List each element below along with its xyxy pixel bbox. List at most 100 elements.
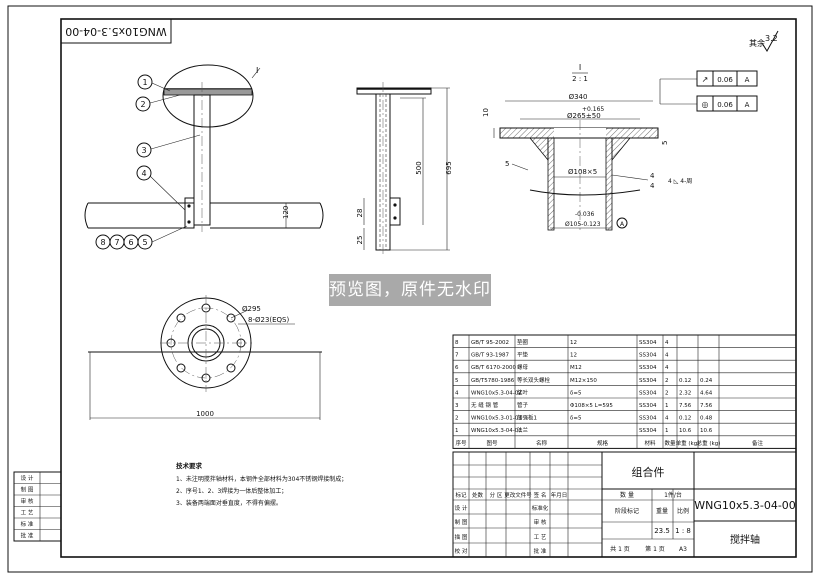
bom-cell-name: 垫圈: [517, 338, 529, 346]
bom-cell-code: GB/T 93-1987: [471, 353, 509, 359]
dim-695: 695: [445, 161, 453, 174]
bom-cell-qty_spec: δ=5: [570, 390, 582, 396]
balloon-3: [136, 142, 152, 158]
svg-text:5: 5: [142, 238, 147, 247]
bom-cell-material: SS304: [639, 353, 657, 359]
sign-role: 审 核: [534, 518, 547, 526]
dim-25: 25: [356, 236, 364, 245]
bom-cell-material: SS304: [639, 403, 657, 409]
dim-10: 10: [482, 108, 490, 117]
drawing-number-box: [60, 18, 172, 44]
bom-cell-code: WNG10x5.3-04-02: [471, 390, 522, 396]
bom-cell-qty_spec: M12×150: [570, 378, 597, 384]
bom-cell-total_w: 0.24: [700, 378, 713, 384]
bom-cell-name: 桨叶: [517, 388, 529, 396]
holes-spec: 8-Ø23(EQS): [248, 316, 290, 324]
bom-cell-qty_spec: 12: [570, 340, 577, 346]
svg-text:A3: A3: [679, 546, 687, 553]
bom-cell-no: 6: [455, 365, 459, 371]
title-block: 标记处数分 区更改文件号签 名年月日设 计标准化制 图审 核描 图工 艺校 对批…: [452, 451, 797, 558]
balloon-group-8765: 8 7 6 5: [95, 225, 188, 250]
datum-a-circle: [616, 217, 628, 229]
rev-header: 分 区: [490, 491, 503, 499]
dim-d265: Ø265±50: [567, 112, 601, 120]
bom-cell-no: 5: [455, 378, 459, 384]
svg-text:共 1 页: 共 1 页: [610, 545, 630, 553]
side-block-label: 工 艺: [21, 510, 34, 517]
weld-4b: 4: [650, 182, 655, 190]
bom-cell-unit_w: 10.6: [679, 428, 692, 434]
bom-cell-name: 等长双头螺栓: [517, 376, 551, 384]
drawing-no-cell: WNG10x5.3-04-00: [694, 499, 796, 512]
dim-1000: 1000: [196, 410, 214, 418]
bom-header: 名称: [536, 439, 548, 447]
drawing-number-rotated: WNG10x5.3-04-00: [65, 25, 167, 38]
bom-cell-qty_spec: Φ108×5 L=595: [570, 403, 613, 409]
detail-view-label: I: [579, 63, 581, 72]
bom-header: 单重 (kg): [676, 439, 700, 447]
bom-cell-count: 2: [665, 390, 669, 396]
front-view: I 120 1 2 3 4 8 7 6 5: [84, 64, 324, 250]
bom-cell-count: 1: [665, 428, 669, 434]
bom-cell-no: 8: [455, 340, 459, 346]
tech-req-line-3: 3、装备两端面对垂直度，不得有偏摆。: [176, 499, 282, 507]
technical-requirements: 技术要求 1、未注明搅拌轴材料，本钢件全部材料为304不锈钢焊接制成； 2、序号…: [176, 461, 347, 507]
tech-req-line-1: 1、未注明搅拌轴材料，本钢件全部材料为304不锈钢焊接制成；: [176, 475, 347, 483]
bom-cell-unit_w: 0.12: [679, 378, 691, 384]
bom-cell-count: 4: [665, 353, 669, 359]
svg-text:A: A: [745, 76, 750, 84]
roughness-symbol: [761, 30, 779, 52]
datum-a-label: A: [620, 221, 625, 228]
bom-cell-count: 4: [665, 340, 669, 346]
bom-cell-no: 4: [455, 390, 459, 396]
sign-role: 工 艺: [534, 534, 547, 541]
sign-role: 校 对: [455, 547, 468, 555]
bom-cell-material: SS304: [639, 416, 657, 422]
bom-cell-count: 1: [665, 403, 669, 409]
rev-header: 更改文件号: [504, 491, 532, 499]
dim-500: 500: [415, 161, 423, 174]
side-signature-block: 设 计制 图审 核工 艺标 准批 准: [13, 471, 62, 542]
bom-cell-qty_spec: 12: [570, 353, 577, 359]
bolt-clamp: [184, 197, 195, 229]
bom-cell-name: 平垫: [517, 351, 529, 359]
balloon-4: [136, 165, 152, 181]
svg-text:6: 6: [128, 238, 133, 247]
bom-cell-unit_w: 7.56: [679, 403, 692, 409]
bom-cell-count: 2: [665, 378, 669, 384]
sign-role: 描 图: [455, 533, 468, 541]
bom-cell-name: 管子: [517, 401, 529, 409]
svg-text:0.06: 0.06: [717, 101, 733, 109]
detail-tube-right: [605, 137, 613, 231]
plan-view: 1000 Ø295 8-Ø23(EQS): [88, 295, 322, 420]
bom-header: 规格: [597, 439, 609, 447]
bom-cell-code: GB/T5780-1986: [471, 378, 515, 384]
dim-d340: Ø340: [569, 93, 588, 101]
sign-role: 制 图: [455, 518, 468, 526]
svg-text:0.06: 0.06: [717, 76, 733, 84]
dim-d295: Ø295: [242, 305, 261, 313]
bom-cell-unit_w: 2.32: [679, 390, 691, 396]
tolerance-frame-runout: ↗ 0.06 A: [696, 70, 758, 87]
weld-side-note: 4 ◺ 4-周: [668, 178, 692, 185]
roughness-prefix: 其余: [749, 38, 765, 48]
bom-cell-qty_spec: δ=5: [570, 416, 582, 422]
bom-cell-total_w: 0.48: [700, 416, 713, 422]
sign-role: 设 计: [455, 504, 468, 512]
svg-text:A: A: [745, 101, 750, 109]
svg-text:1 : 8: 1 : 8: [675, 527, 691, 535]
weld-4a: 4: [650, 172, 655, 180]
svg-text:4: 4: [141, 169, 146, 178]
detail-tube-left: [547, 137, 555, 231]
tech-req-title: 技术要求: [176, 461, 203, 470]
tech-req-line-2: 2、序号1、2、3焊接为一体后整体加工；: [176, 487, 287, 495]
sign-role: 标准化: [532, 504, 549, 512]
assembly-label: 组合件: [632, 465, 665, 479]
side-flange: [356, 87, 432, 95]
detail-view-scale: 2 : 1: [572, 75, 588, 83]
rev-header: 处数: [472, 491, 484, 499]
sign-role: 批 准: [534, 547, 547, 555]
side-block-label: 标 准: [21, 520, 34, 528]
